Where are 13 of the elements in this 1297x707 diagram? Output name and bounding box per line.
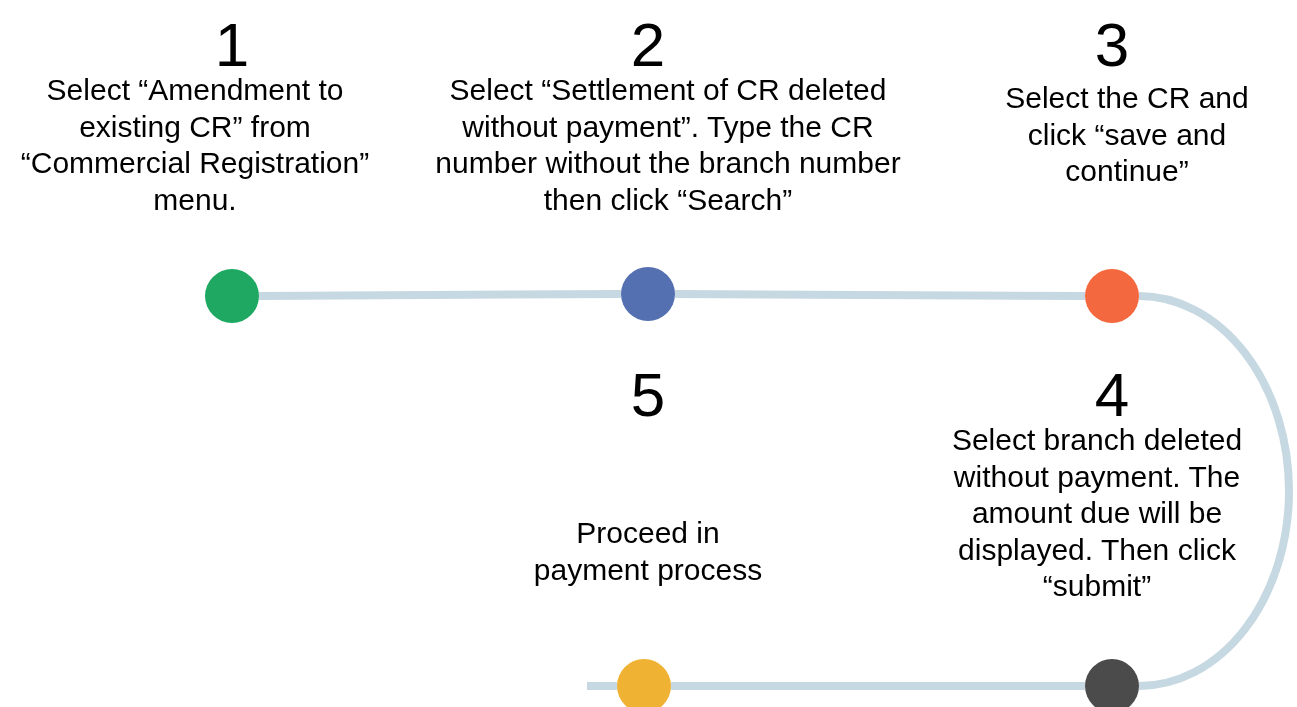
connector-line xyxy=(258,290,622,300)
step-circle xyxy=(621,267,675,321)
step-description: Proceed in payment process xyxy=(532,515,764,588)
step-circle xyxy=(1085,269,1139,323)
step-description: Select the CR and click “save and continue” xyxy=(1004,80,1250,190)
step-circle xyxy=(617,659,671,707)
step-number: 5 xyxy=(629,364,667,426)
connector-line xyxy=(1138,292,1293,690)
connector-line xyxy=(675,290,1085,300)
step-circle xyxy=(205,269,259,323)
step-circle xyxy=(1085,659,1139,707)
step-number: 3 xyxy=(1093,14,1131,76)
connector-line xyxy=(671,682,1085,690)
